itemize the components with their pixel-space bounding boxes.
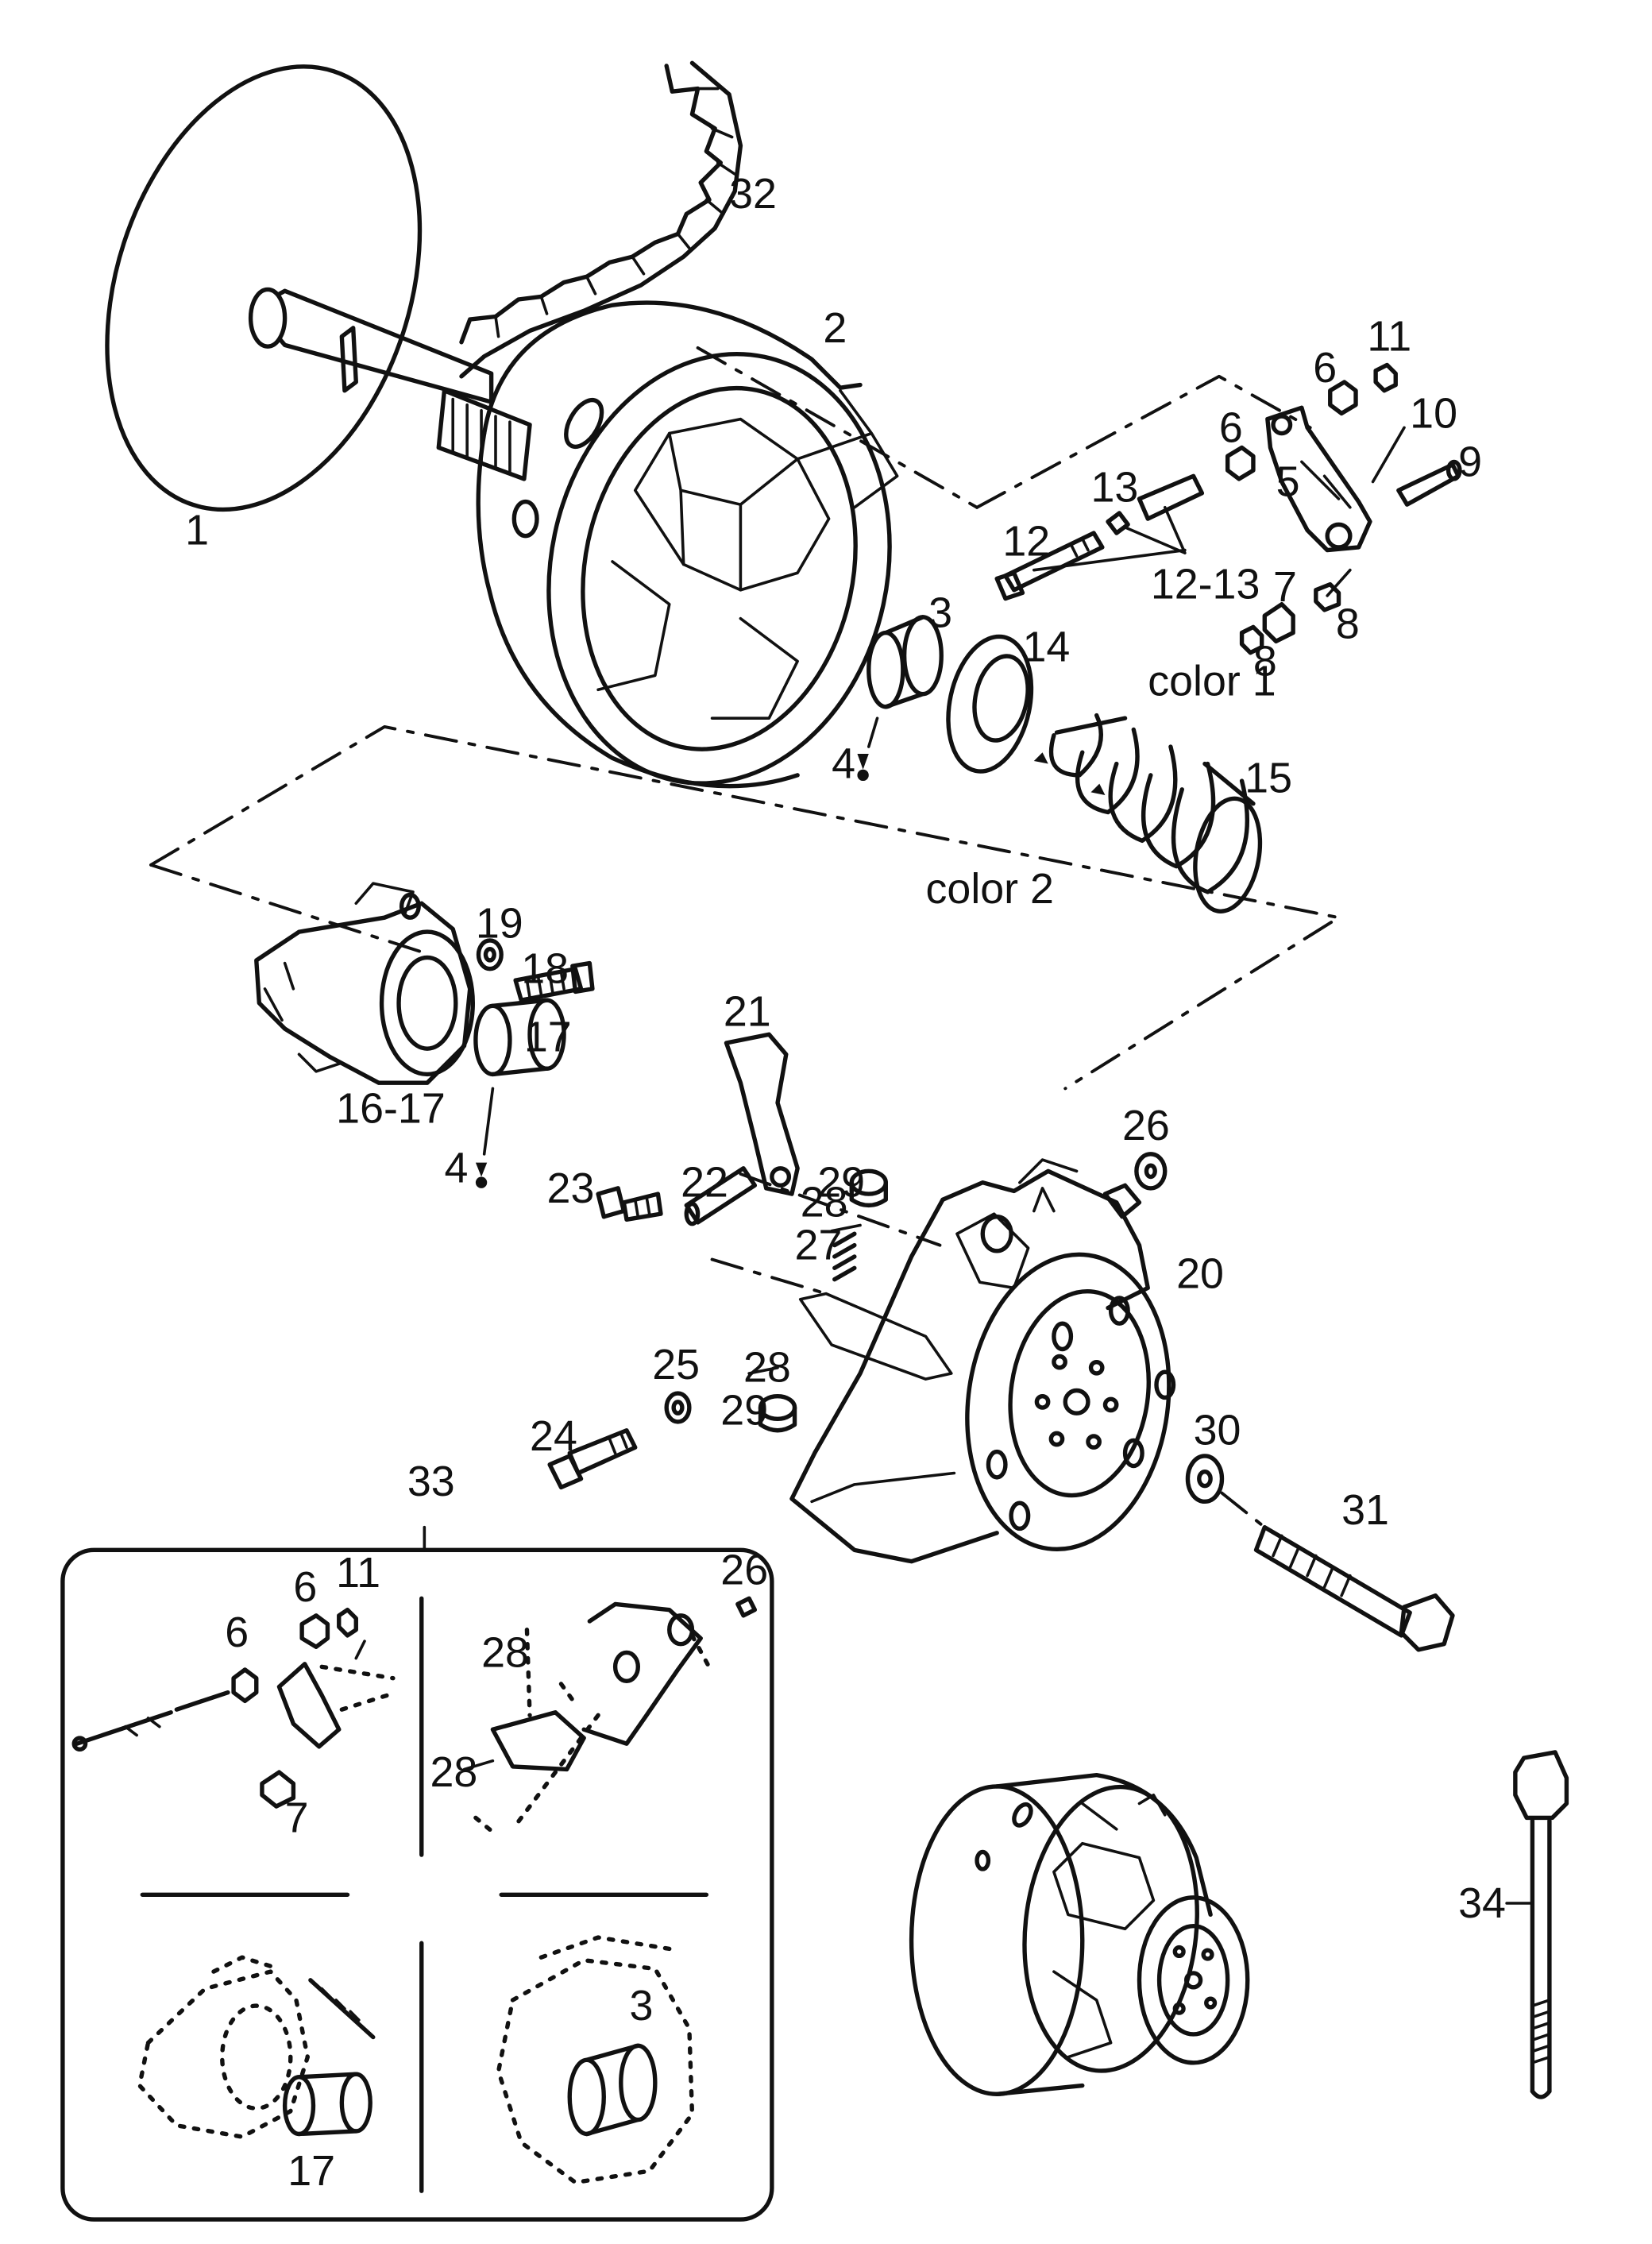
label-kit-11: 11 (336, 1549, 380, 1597)
roller-part-29a (849, 1168, 888, 1208)
cover-part-20 (710, 1158, 1176, 1564)
bolt-part-23 (596, 1186, 663, 1222)
label-kit-26: 26 (720, 1546, 768, 1593)
label-9: 9 (1458, 438, 1482, 485)
label-16-17: 16-17 (336, 1084, 446, 1132)
bushing-part-17 (473, 998, 566, 1077)
label-kit-17: 17 (288, 2147, 335, 2195)
label-27: 27 (795, 1222, 843, 1269)
label-kit-7: 7 (285, 1794, 309, 1841)
label-28a: 28 (801, 1179, 848, 1226)
part-labels: 1 2 3 4 4 5 6 6 7 8 8 9 10 11 12 12-13 1… (185, 170, 1506, 2195)
washer-part-30 (1185, 1454, 1225, 1504)
washer-part-26 (1134, 1152, 1168, 1191)
washer-part-28 (747, 1223, 862, 1375)
label-11: 11 (1367, 313, 1411, 361)
label-7: 7 (1273, 563, 1297, 611)
washer-part-19 (476, 938, 504, 971)
bushing-part-3 (867, 615, 944, 709)
label-22: 22 (681, 1159, 728, 1207)
label-kit-3: 3 (630, 1982, 654, 2030)
screw-part-18 (513, 960, 595, 1002)
spring-part-27 (832, 1231, 857, 1282)
label-3: 3 (928, 589, 952, 636)
label-23: 23 (547, 1164, 595, 1212)
assembled-clutch-view (909, 1772, 1250, 2096)
label-28b: 28 (743, 1344, 791, 1392)
label-14: 14 (1022, 623, 1070, 670)
label-12: 12 (1002, 518, 1050, 566)
label-2: 2 (823, 304, 847, 352)
label-24: 24 (530, 1412, 577, 1460)
label-21: 21 (724, 987, 771, 1035)
lever-assembly-parts-5-13 (994, 362, 1462, 655)
bolt-part-31 (1220, 1491, 1455, 1652)
tool-part-34 (1505, 1750, 1569, 2099)
label-31: 31 (1341, 1486, 1389, 1534)
label-5: 5 (1276, 458, 1300, 505)
label-4b: 4 (444, 1145, 468, 1192)
label-12-13: 12-13 (1151, 561, 1260, 608)
label-8a: 8 (1336, 601, 1360, 648)
label-34: 34 (1458, 1879, 1506, 1927)
spring-seat-part-14 (946, 634, 1034, 774)
label-17: 17 (524, 1014, 572, 1061)
label-33: 33 (407, 1458, 455, 1505)
fixed-sheave-part-1 (105, 64, 532, 512)
label-29b: 29 (720, 1387, 768, 1435)
kit-box-part-33 (60, 1525, 774, 2222)
label-13: 13 (1091, 464, 1139, 512)
washer-part-25 (664, 1391, 692, 1424)
label-25: 25 (652, 1341, 700, 1388)
spring-part-15 (1033, 713, 1263, 913)
label-20: 20 (1176, 1249, 1224, 1297)
grease-nipple-part-4b (475, 1087, 495, 1188)
spider-hub-part-16-17 (254, 882, 475, 1085)
label-29a: 29 (817, 1159, 865, 1207)
flyweight-part-21 (724, 1032, 800, 1196)
bolt-part-24 (547, 1428, 638, 1490)
label-color-1: color 1 (1148, 657, 1276, 705)
pin-part-22 (684, 1166, 758, 1226)
label-19: 19 (476, 899, 523, 947)
label-1: 1 (185, 506, 209, 554)
grease-nipple-part-4a (857, 716, 879, 782)
label-kit-6b: 6 (225, 1609, 249, 1656)
label-4a: 4 (832, 740, 855, 787)
label-8b: 8 (1253, 637, 1277, 685)
roller-part-29b (758, 1393, 797, 1433)
label-10: 10 (1410, 389, 1457, 437)
movable-sheave-part-2 (476, 300, 1312, 789)
label-color-2: color 2 (926, 865, 1054, 913)
label-30: 30 (1194, 1407, 1241, 1454)
drive-belt-part-32 (459, 60, 743, 379)
label-18: 18 (521, 945, 569, 993)
assembly-outline (149, 724, 1341, 1091)
label-15: 15 (1245, 754, 1292, 801)
label-kit-6a: 6 (293, 1563, 317, 1611)
label-6a: 6 (1313, 344, 1337, 392)
label-kit-28a: 28 (481, 1628, 529, 1676)
label-32: 32 (729, 170, 777, 218)
label-26: 26 (1122, 1102, 1170, 1149)
label-6b: 6 (1219, 404, 1243, 451)
label-kit-28b: 28 (430, 1748, 478, 1796)
